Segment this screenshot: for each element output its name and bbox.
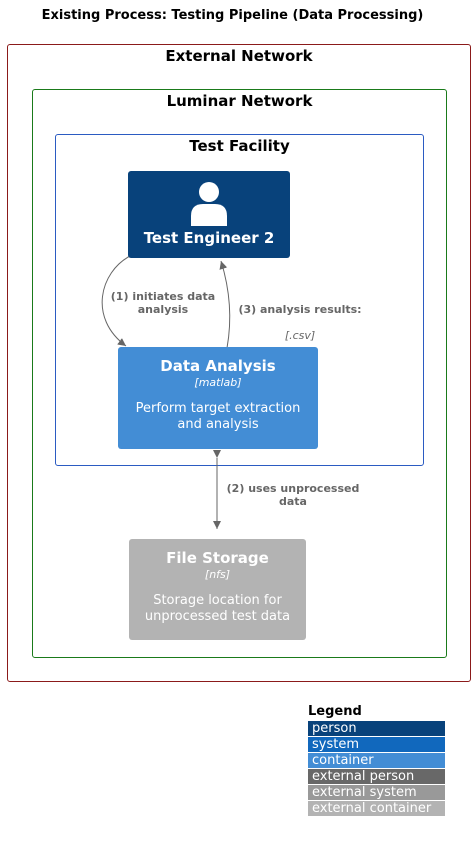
edge-label-analysis-results-text: (3) analysis results: <box>238 303 362 316</box>
legend-title: Legend <box>308 704 362 719</box>
edge-analysis-results <box>219 260 231 349</box>
edge-label-uses-unprocessed-data: (2) uses unprocessed data <box>226 482 360 508</box>
person-icon <box>191 182 227 226</box>
node-test-engineer[interactable]: Test Engineer 2 <box>128 171 290 258</box>
node-file-storage-name: File Storage <box>166 549 269 567</box>
node-data-analysis-description: Perform target extraction and analysis <box>135 401 301 432</box>
boundary-test-facility: Test Facility <box>55 134 424 466</box>
node-data-analysis-name: Data Analysis <box>160 357 276 375</box>
node-data-analysis-technology: [matlab] <box>194 376 242 389</box>
node-file-storage-technology: [nfs] <box>204 568 231 581</box>
boundary-luminar-network: Luminar Network <box>32 89 447 658</box>
legend: Legend person system container external … <box>308 704 445 816</box>
edge-label-analysis-results: (3) analysis results: [.csv] <box>226 290 374 342</box>
legend-item-external-person: external person <box>308 769 445 784</box>
legend-item-external-container: external container <box>308 801 445 816</box>
boundary-external-network-label: External Network <box>165 47 313 65</box>
legend-item-external-system: external system <box>308 785 445 800</box>
edge-initiates-analysis <box>101 255 131 347</box>
boundary-test-facility-label: Test Facility <box>189 137 290 155</box>
boundary-external-network: External Network <box>7 44 471 682</box>
node-data-analysis[interactable]: Data Analysis [matlab] Perform target ex… <box>118 347 318 449</box>
legend-item-container: container <box>308 753 445 768</box>
edge-label-analysis-results-technology: [.csv] <box>284 329 316 342</box>
edge-label-initiates-analysis: (1) initiates data analysis <box>110 290 216 316</box>
legend-item-system: system <box>308 737 445 752</box>
boundary-luminar-network-label: Luminar Network <box>166 92 313 110</box>
node-test-engineer-name: Test Engineer 2 <box>143 229 275 247</box>
node-file-storage[interactable]: File Storage [nfs] Storage location for … <box>129 539 306 640</box>
node-file-storage-description: Storage location for unprocessed test da… <box>144 593 291 624</box>
diagram-title: Existing Process: Testing Pipeline (Data… <box>41 8 424 23</box>
legend-item-person: person <box>308 721 445 736</box>
